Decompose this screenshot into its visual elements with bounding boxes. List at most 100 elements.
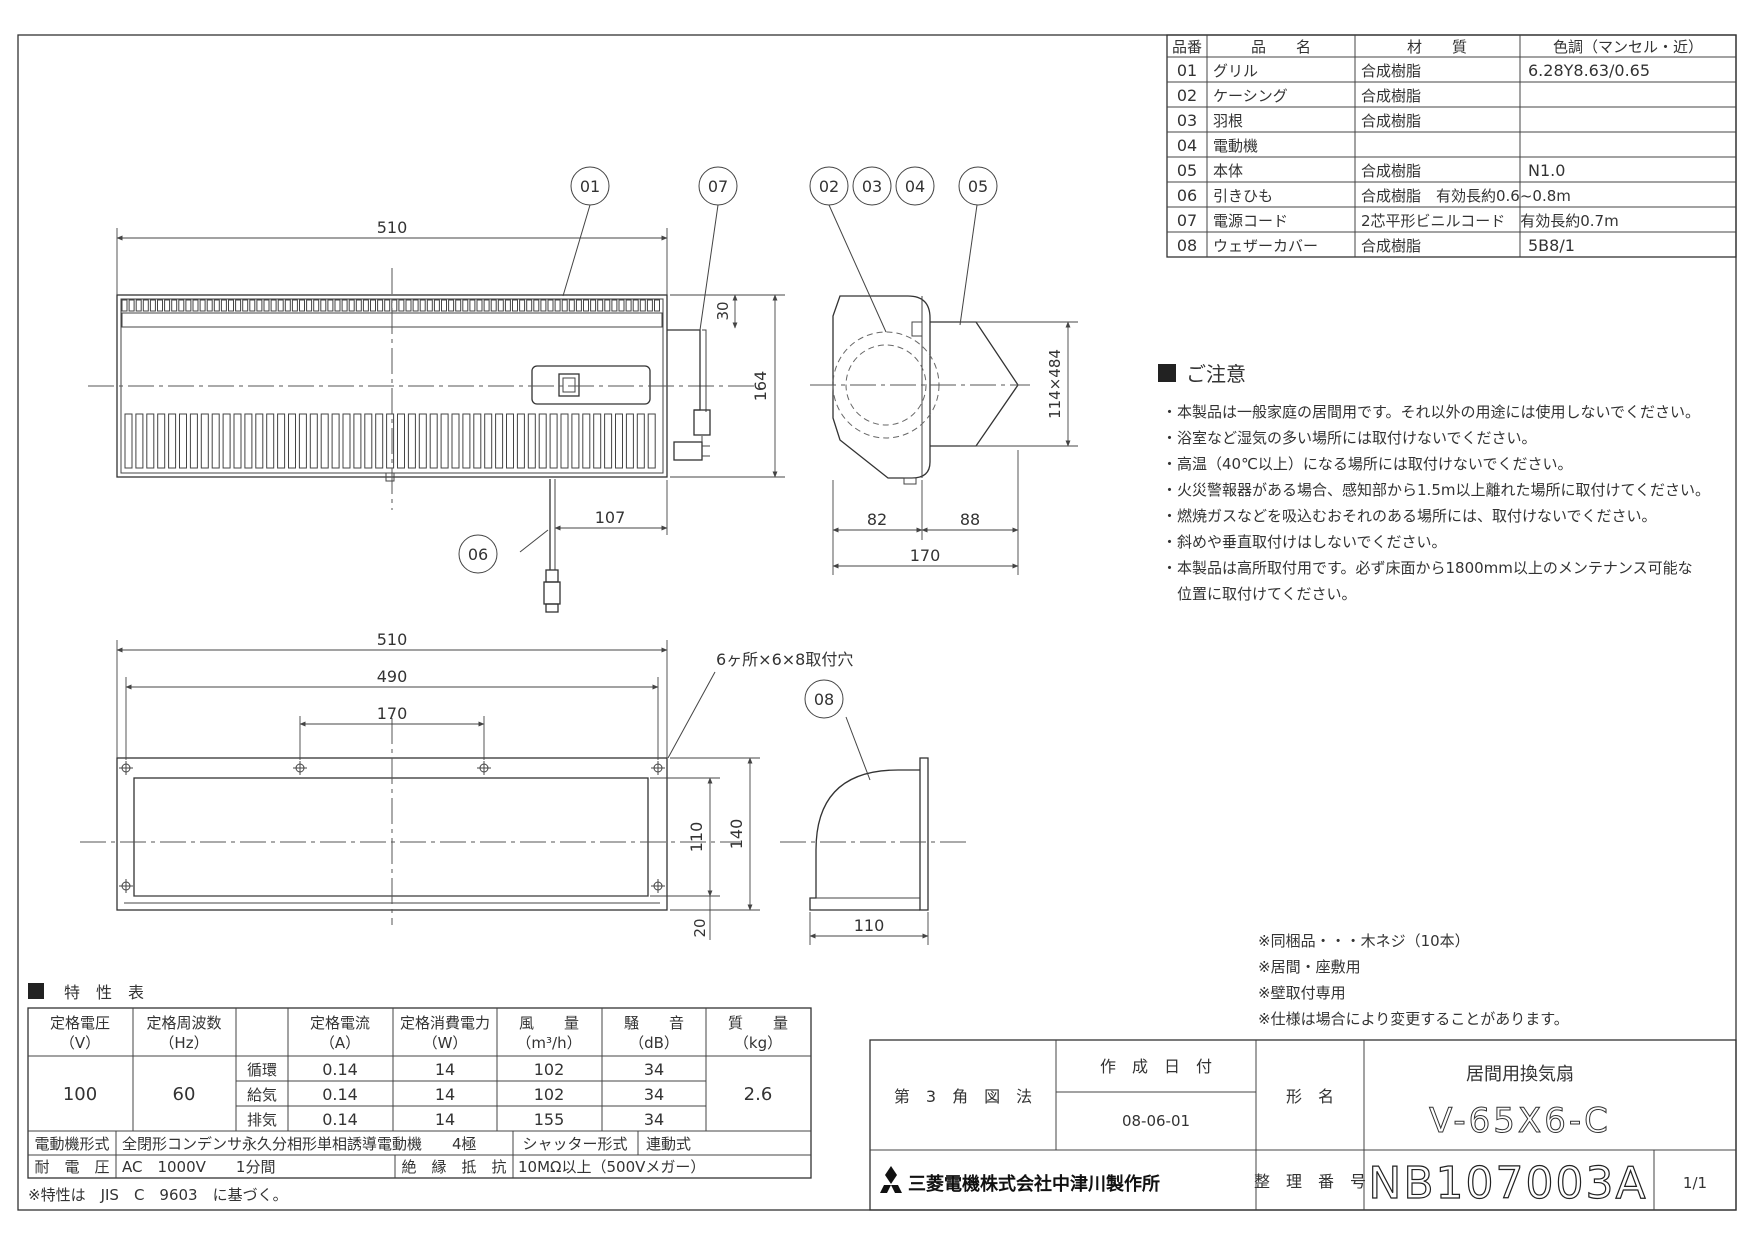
part-no: 01	[1177, 61, 1197, 80]
grille-slot	[547, 299, 554, 312]
spec-section: 特 性 表	[27, 983, 812, 1179]
part-name: 電動機	[1213, 137, 1258, 155]
insulation-value: 10MΩ以上（500Vメガー）	[518, 1158, 705, 1176]
accessory-item: ※同梱品・・・木ネジ（10本）	[1258, 932, 1470, 950]
grille-slot	[171, 299, 178, 312]
title-block: 第 3 角 図 法 作 成 日 付 08-06-01 形 名 居間用換気扇 V-…	[869, 1039, 1737, 1211]
grille-slot	[342, 413, 351, 469]
callout-06: 06	[458, 534, 498, 574]
notice-section: ご注意	[1158, 362, 1246, 386]
part-material: 2芯平形ビニルコード 有効長約0.7m	[1361, 212, 1619, 230]
grille-slot	[426, 299, 433, 312]
spec-header: 騒 音	[624, 1014, 684, 1032]
spec-header: 風 量	[519, 1014, 579, 1032]
part-material: 合成樹脂	[1361, 112, 1421, 130]
grille-bottom-slots	[124, 413, 656, 469]
dim-hole-span: 490	[377, 667, 408, 686]
svg-text:06: 06	[468, 545, 488, 564]
dim-side-left: 82	[867, 510, 887, 529]
part-color: N1.0	[1528, 161, 1565, 180]
grille-slot	[255, 413, 264, 469]
company-name: 三菱電機株式会社中津川製作所	[908, 1173, 1160, 1195]
control-panel	[531, 365, 651, 405]
grille-slot	[455, 299, 462, 312]
spec-current: 0.14	[322, 1110, 358, 1129]
grille-slot	[164, 299, 171, 312]
grille-slot	[504, 299, 511, 312]
grille-slot	[593, 413, 602, 469]
callout-03: 03	[852, 166, 892, 206]
grille-slot	[189, 413, 198, 469]
date-label: 作 成 日 付	[1100, 1057, 1212, 1076]
grille-slot	[583, 299, 589, 312]
spec-header: 定格消費電力	[400, 1014, 490, 1032]
spec-header: 定格電圧	[50, 1014, 110, 1032]
grille-slot	[647, 413, 656, 469]
grille-slot	[270, 299, 277, 312]
notice-item: ・高温（40℃以上）になる場所には取付けないでください。	[1162, 455, 1573, 473]
grille-slot	[429, 413, 438, 469]
part-name: 羽根	[1213, 112, 1243, 130]
shutter-label: シャッター形式	[522, 1135, 627, 1153]
grille-slot	[213, 299, 220, 312]
grille-slot	[506, 413, 514, 469]
spec-airflow: 102	[534, 1085, 565, 1104]
grille-slot	[639, 299, 646, 312]
spec-header-unit: （Hz）	[159, 1034, 208, 1052]
part-name: 引きひも	[1213, 187, 1273, 205]
part-material: 合成樹脂 有効長約0.6~0.8m	[1361, 187, 1571, 205]
grille-slot	[526, 299, 533, 312]
model-number: V-65X6-C	[1429, 1101, 1611, 1141]
part-no: 08	[1177, 236, 1197, 255]
dim-back-bottom: 20	[691, 918, 709, 937]
grille-slot	[469, 299, 476, 312]
spec-mass: 2.6	[744, 1084, 773, 1105]
notice-item: ・燃焼ガスなどを吸込むおそれのある場所には、取付けないでください。	[1162, 507, 1657, 525]
grille-slot	[334, 299, 341, 312]
grille-slot	[533, 299, 540, 312]
drawing-no-label: 整 理 番 号	[1254, 1172, 1366, 1191]
svg-text:07: 07	[708, 177, 728, 196]
notice-item: ・本製品は高所取付用です。必ず床面から1800mm以上のメンテナンス可能な	[1162, 559, 1693, 577]
dim-back-width: 510	[377, 630, 408, 649]
callout-08: 08	[804, 679, 844, 719]
grille-slot	[516, 413, 525, 469]
grille-slot	[397, 413, 405, 469]
dim-front-width: 510	[377, 218, 408, 237]
grille-slot	[220, 299, 227, 312]
spec-header-unit: （kg）	[734, 1034, 782, 1052]
withstand-label: 耐 電 圧	[34, 1158, 109, 1176]
notice-title: ご注意	[1186, 362, 1246, 386]
motor-value: 全閉形コンデンサ永久分相形単相誘導電動機 4極	[122, 1135, 477, 1153]
grille-slot	[575, 299, 582, 312]
grille-slot	[228, 299, 234, 312]
grille-slot	[263, 299, 270, 312]
grille-slot	[568, 299, 575, 312]
callout-01: 01	[570, 166, 610, 206]
dim-front-height: 164	[751, 371, 770, 402]
grille-slot	[353, 413, 362, 469]
grille-slot	[299, 299, 305, 312]
grille-slot	[483, 299, 490, 312]
spec-airflow: 155	[534, 1110, 565, 1129]
spec-noise: 34	[644, 1110, 664, 1129]
spec-footnote: ※特性は JIS C 9603 に基づく。	[28, 1186, 288, 1204]
spec-current: 0.14	[322, 1085, 358, 1104]
grille-slot	[540, 299, 547, 312]
part-name: グリル	[1213, 62, 1258, 80]
parts-header-material: 材 質	[1407, 38, 1467, 56]
grille-slot	[615, 413, 623, 469]
grille-slot	[451, 413, 460, 469]
grille-slot	[418, 413, 427, 469]
svg-text:01: 01	[580, 177, 600, 196]
grille-slot	[412, 299, 419, 312]
grille-slot	[377, 299, 384, 312]
grille-slot	[512, 299, 518, 312]
spec-mode: 排気	[247, 1111, 277, 1129]
grille-slot	[298, 413, 307, 469]
grille-slot	[405, 299, 412, 312]
date-value: 08-06-01	[1122, 1112, 1190, 1130]
part-no: 03	[1177, 111, 1197, 130]
grille-slot	[527, 413, 536, 469]
